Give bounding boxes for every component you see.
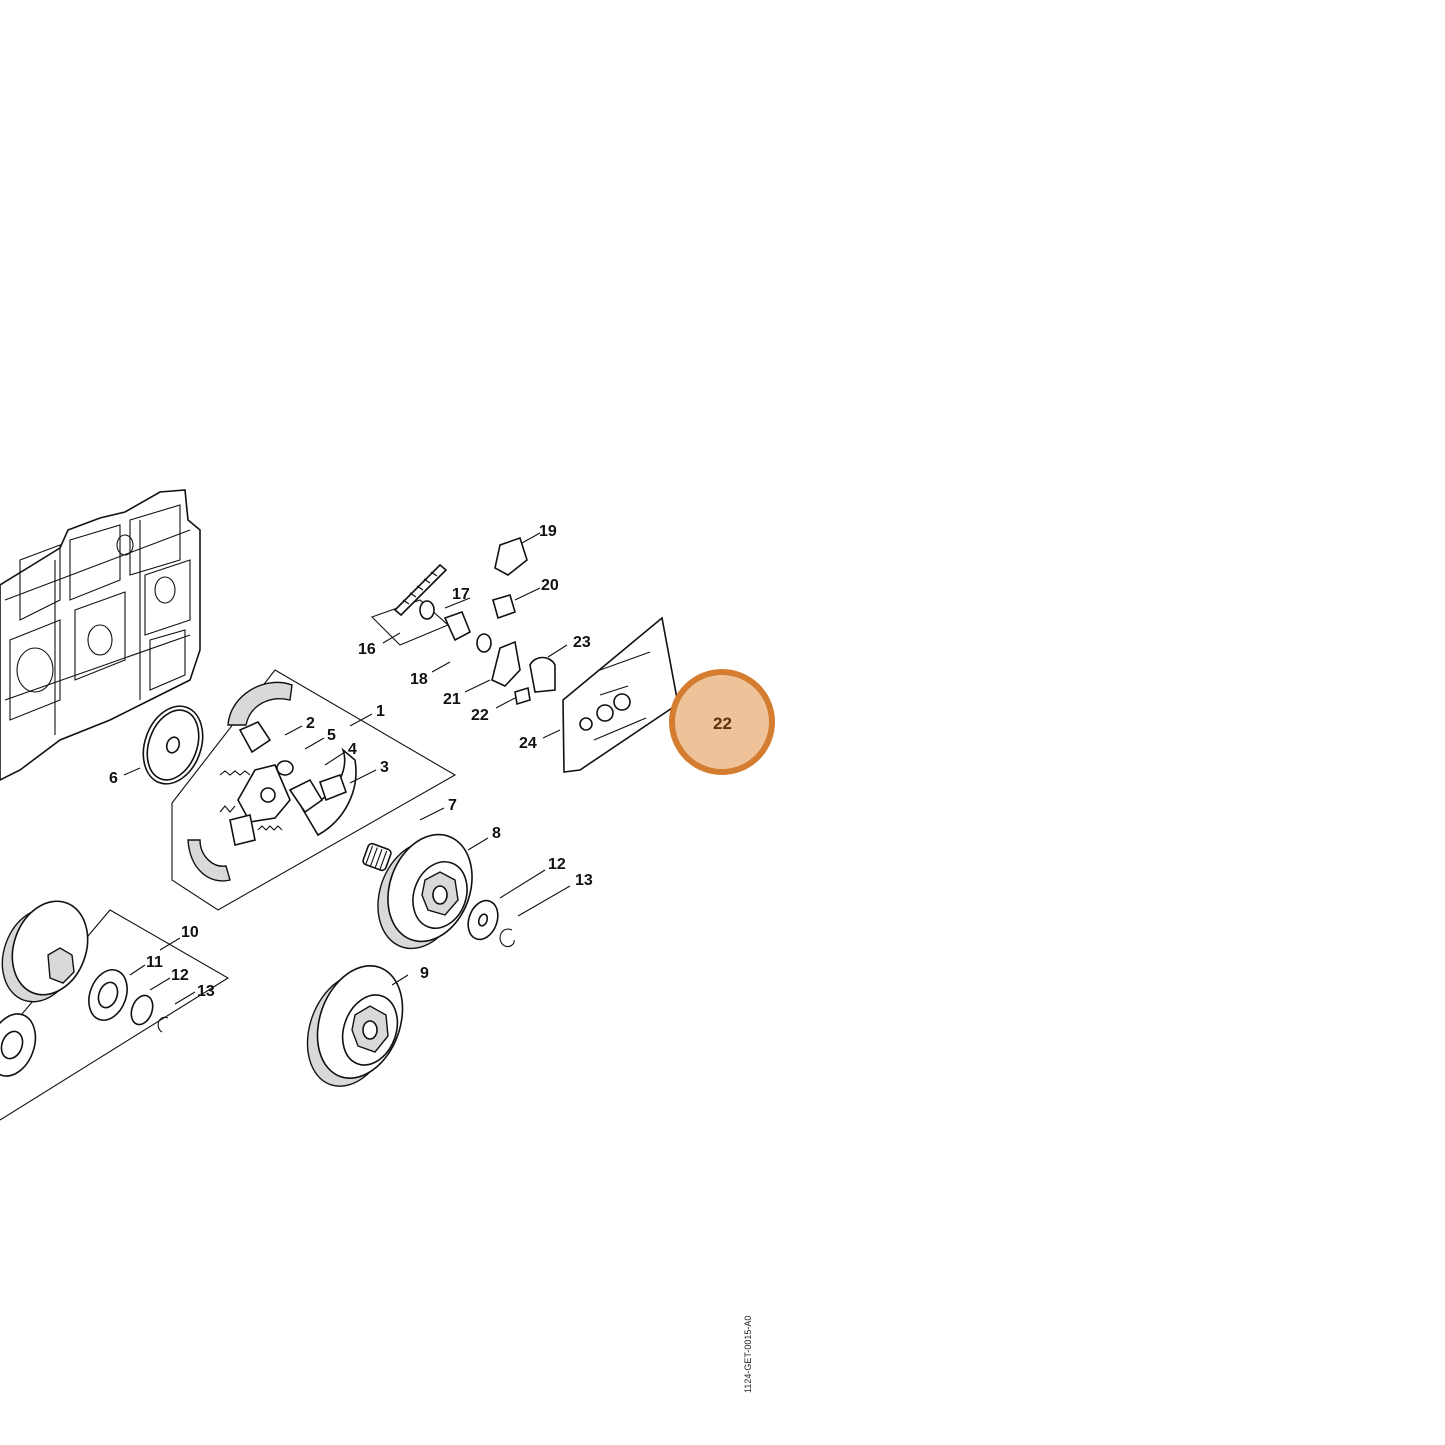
- chain-tensioner-group: [370, 536, 556, 706]
- highlighted-callout-22[interactable]: 22: [713, 714, 732, 733]
- document-id: 1124-GET-0015-A0: [743, 1316, 753, 1393]
- callout-2: 2: [306, 715, 315, 732]
- washer-clip-top: [467, 899, 515, 948]
- callout-13-right: 13: [575, 872, 593, 889]
- leader-lines: [123, 532, 713, 1005]
- needle-bearing: [362, 842, 392, 872]
- rim-sprocket-group: [0, 900, 230, 1121]
- callout-7: 7: [448, 797, 457, 814]
- callout-1: 1: [376, 703, 385, 720]
- callout-24: 24: [519, 735, 537, 752]
- engine-housing: [0, 489, 201, 781]
- highlight-circle[interactable]: [669, 669, 775, 775]
- clutch-drum-bottom: [306, 965, 404, 1087]
- callout-8: 8: [492, 825, 501, 842]
- callout-19: 19: [539, 523, 557, 540]
- callout-9: 9: [420, 965, 429, 982]
- callout-3: 3: [380, 759, 389, 776]
- callout-12-left: 12: [171, 967, 189, 984]
- callout-18: 18: [410, 671, 428, 688]
- callout-23: 23: [573, 634, 591, 651]
- callout-16: 16: [358, 641, 376, 658]
- callout-labels: 1 2 3 4 5 6 7 8 9 10 11 12 12 13 13 16 1…: [109, 523, 732, 1000]
- callout-22: 22: [471, 707, 489, 724]
- callout-11: 11: [146, 954, 163, 971]
- callout-13-left: 13: [197, 983, 215, 1000]
- callout-6: 6: [109, 770, 118, 787]
- callout-21: 21: [443, 691, 461, 708]
- callout-12-right: 12: [548, 856, 566, 873]
- clutch-drum-top: [377, 833, 473, 950]
- callout-20: 20: [541, 577, 559, 594]
- callout-5: 5: [327, 727, 336, 744]
- clutch-group: [171, 669, 457, 911]
- callout-10: 10: [181, 924, 199, 941]
- callout-17: 17: [452, 586, 470, 603]
- callout-4: 4: [348, 741, 357, 758]
- washer-disc: [142, 705, 204, 785]
